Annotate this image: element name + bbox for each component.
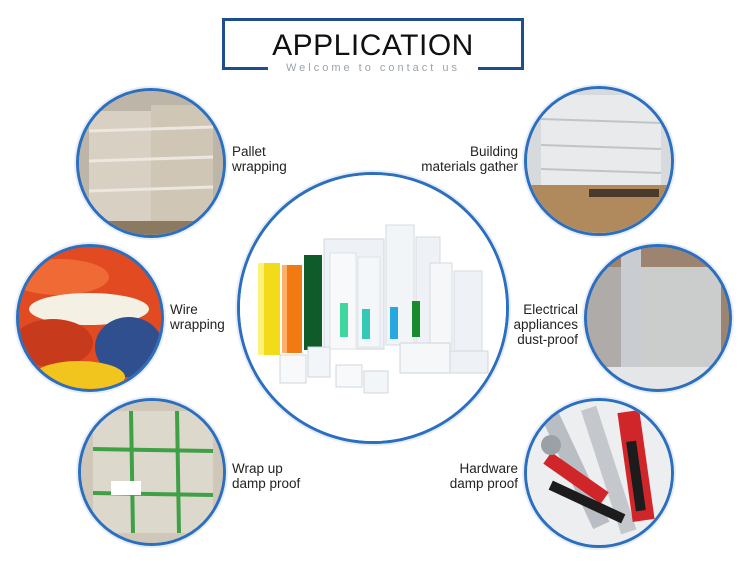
product-photo	[237, 172, 509, 444]
label-line: Pallet	[232, 144, 266, 159]
label-line: Electrical	[523, 302, 578, 317]
label-hardware-damp-proof: Hardware damp proof	[400, 461, 518, 491]
page-subtitle: Welcome to contact us	[285, 62, 461, 74]
pallet-wrapping-photo	[76, 88, 226, 238]
label-line: dust-proof	[517, 332, 578, 347]
building-materials-photo	[524, 86, 674, 236]
wrap-up-damp-proof-photo	[78, 398, 226, 546]
label-line: wrapping	[232, 159, 287, 174]
subtitle-mask	[268, 60, 478, 80]
label-line: damp proof	[232, 476, 301, 491]
label-building-materials: Building materials gather	[400, 144, 518, 174]
hardware-damp-proof-photo	[524, 398, 674, 548]
label-wire-wrapping: Wire wrapping	[170, 302, 225, 332]
label-line: damp proof	[449, 476, 518, 491]
label-line: wrapping	[170, 317, 225, 332]
label-pallet-wrapping: Pallet wrapping	[232, 144, 287, 174]
label-wrap-up-damp-proof: Wrap up damp proof	[232, 461, 300, 491]
label-line: Wire	[170, 302, 198, 317]
label-electrical-appliances: Electrical appliances dust-proof	[460, 302, 578, 347]
label-line: Wrap up	[232, 461, 283, 476]
label-line: appliances	[513, 317, 578, 332]
wire-wrapping-photo	[16, 244, 164, 392]
label-line: Building	[469, 144, 518, 159]
page-title: APPLICATION	[272, 29, 474, 62]
label-line: materials gather	[421, 159, 518, 174]
label-line: Hardware	[459, 461, 518, 476]
electrical-appliances-photo	[584, 244, 732, 392]
